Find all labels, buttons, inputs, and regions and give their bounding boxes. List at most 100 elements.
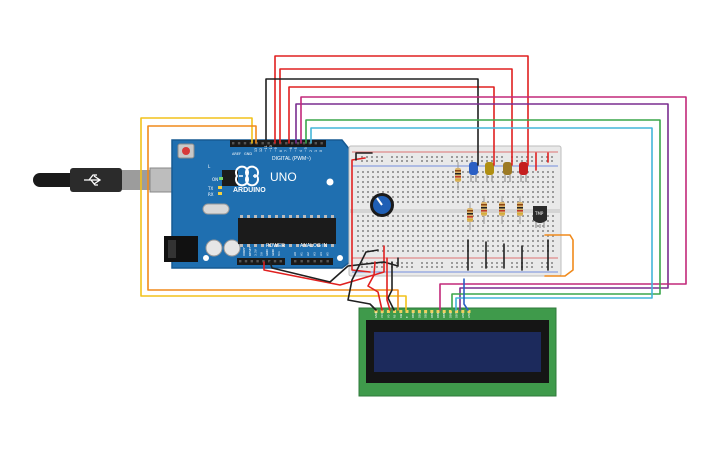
lcd-pin-label: LED (467, 313, 471, 318)
lcd-pin-label: LED (461, 313, 465, 318)
lcd-pin (386, 310, 390, 313)
wire-yellow (140, 117, 407, 311)
lcd-pin (374, 310, 378, 313)
lcd-pin (380, 310, 384, 313)
capacitor (223, 239, 241, 257)
analog-header (291, 258, 333, 265)
lcd-pin-label: DB4 (436, 312, 440, 318)
lcd-pin-label: RW (399, 313, 403, 318)
lcd-pin (467, 310, 471, 313)
lcd-pin (393, 310, 397, 313)
tx-led (218, 186, 222, 189)
resistor (517, 196, 523, 224)
lcd-pin-label: DB3 (430, 312, 434, 318)
wire-red (351, 157, 371, 273)
tx-label: TX (207, 186, 213, 191)
led-orange (503, 162, 512, 182)
power-pin-label: GND (271, 248, 275, 256)
usb-chip (222, 170, 238, 186)
wire-magenta (300, 96, 687, 311)
digital-pin-label: 12 (259, 148, 263, 152)
resistor (499, 196, 505, 224)
resistor (467, 202, 473, 230)
wire-green (305, 119, 661, 311)
digital-header-label: DIGITAL (PWM~) (272, 156, 311, 162)
capacitor (205, 239, 223, 257)
arduino-logo-icon (235, 165, 259, 187)
gnd-label: GND (244, 152, 252, 156)
wire-black (265, 78, 479, 166)
wire-red (263, 245, 385, 286)
led-red (519, 162, 528, 182)
lcd-pin-label: DB2 (424, 312, 428, 318)
arduino-uno-board[interactable]: ARDUINO UNO ON L TX RX DIGITAL (PWM~) AR… (164, 139, 351, 269)
digital-pin-label: 0 (319, 150, 323, 152)
digital-pin-label: ~9 (274, 147, 278, 152)
lcd-pin-label: VCC (380, 312, 384, 318)
lcd-pin-label: DB7 (455, 312, 459, 318)
lcd-pin-label: GND (374, 312, 378, 318)
power-pin-label: IOREF (242, 247, 246, 256)
on-led (219, 177, 223, 180)
analog-pin-label: A5 (326, 252, 330, 256)
analog-pin-label: A1 (300, 252, 304, 256)
power-header-label: POWER (266, 243, 285, 249)
lcd-pin (424, 310, 428, 313)
temperature-sensor: TMP (533, 206, 547, 228)
wire-orange (544, 234, 574, 277)
usb-icon (84, 174, 102, 186)
digital-pin-label: 4 (299, 150, 303, 152)
digital-pin-label: 1 (314, 150, 318, 152)
digital-pin-label: ~10 (269, 145, 273, 152)
lcd-pin (399, 310, 403, 313)
power-header (237, 258, 285, 265)
usb-cable (33, 167, 189, 193)
lcd-pin (430, 310, 434, 313)
lcd-pin-label: V0 (386, 314, 390, 318)
resistor (455, 162, 461, 190)
crystal-oscillator (202, 203, 230, 215)
analog-header-label: ANALOG IN (300, 243, 328, 249)
digital-pin-label: ~5 (294, 147, 298, 152)
lcd-screen (374, 332, 541, 372)
digital-pin-label: ~3 (304, 147, 308, 152)
power-pin-label: Vin (277, 251, 281, 256)
model-label: UNO (270, 170, 297, 184)
power-pin-label: 3.3V (254, 248, 258, 256)
digital-pin-label: 13 (254, 148, 258, 152)
analog-pin-label: A0 (293, 252, 297, 256)
lcd-pin (405, 310, 409, 313)
atmega-chip (238, 218, 336, 244)
on-led-label: ON (212, 177, 218, 182)
lcd-pin (436, 310, 440, 313)
lcd-pin-label: RS (393, 314, 397, 318)
analog-pin-label: A4 (319, 252, 323, 256)
potentiometer[interactable] (370, 193, 394, 217)
aref-label: AREF (232, 152, 241, 156)
brand-label: ARDUINO (233, 187, 266, 194)
digital-pin-label: ~6 (289, 147, 293, 152)
analog-pin-label: A2 (306, 252, 310, 256)
lcd-pin (448, 310, 452, 313)
lcd-pin (461, 310, 465, 313)
wire-black (387, 261, 395, 311)
rx-label: RX (208, 192, 214, 197)
wire-red (274, 55, 529, 166)
digital-pin-label: 7 (284, 150, 288, 152)
wire-blue (463, 278, 469, 311)
rx-led (218, 192, 222, 195)
led-blue (469, 162, 478, 182)
power-pin-label: GND (265, 248, 269, 256)
lcd-pin-label: DB1 (417, 312, 421, 318)
analog-pin-label: A3 (313, 252, 317, 256)
lcd-pin (417, 310, 421, 313)
wire-black (355, 152, 373, 161)
digital-pin-label: 8 (279, 150, 283, 152)
wire-black (347, 249, 379, 311)
wire-cyan (310, 127, 653, 311)
sensor-label: TMP (534, 211, 544, 216)
digital-pin-label: ~11 (264, 145, 268, 152)
wire-orange (147, 125, 399, 311)
